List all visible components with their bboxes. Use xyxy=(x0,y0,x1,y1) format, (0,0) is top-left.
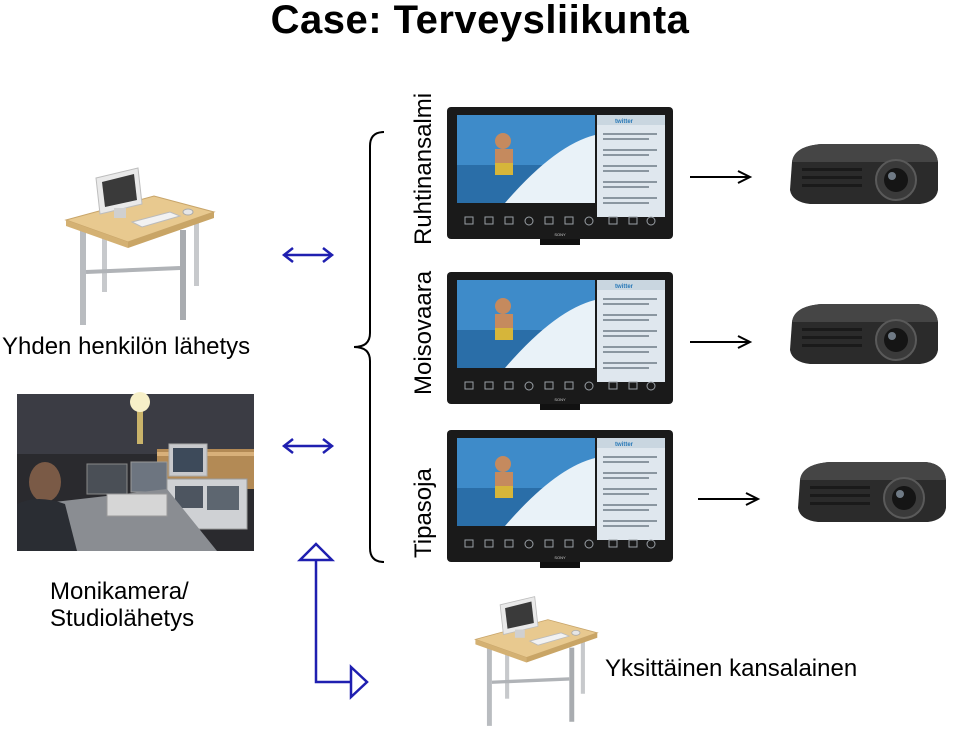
tv-panel-brand: twitter xyxy=(615,119,634,125)
page-title: Case: Terveysliikunta xyxy=(270,0,690,42)
television-icon: twitter SONY xyxy=(447,430,673,568)
location-label-tipasoja: Tipasoja xyxy=(410,468,437,558)
tv-panel-brand: twitter xyxy=(615,442,634,448)
grouping-brace-icon xyxy=(353,131,385,563)
multicamera-label-line1: Monikamera/ xyxy=(50,578,189,605)
studio-photo xyxy=(17,392,254,551)
television-icon: twitter SONY xyxy=(447,272,673,410)
tv-brand-logo: SONY xyxy=(554,555,566,560)
projector-icon xyxy=(798,462,946,522)
bidirectional-arrow-icon xyxy=(281,438,335,454)
right-arrow-icon xyxy=(690,335,753,349)
right-arrow-icon xyxy=(690,170,753,184)
citizen-connector-arrow-icon xyxy=(296,542,369,700)
tv-brand-logo: SONY xyxy=(554,232,566,237)
right-arrow-icon xyxy=(698,492,761,506)
tv-brand-logo: SONY xyxy=(554,397,566,402)
computer-desk-icon xyxy=(474,596,599,726)
projector-icon xyxy=(790,304,938,364)
location-label-ruhtinansalmi: Ruhtinansalmi xyxy=(410,92,437,245)
bidirectional-arrow-icon xyxy=(281,247,335,263)
location-label-moisovaara: Moisovaara xyxy=(410,270,437,395)
citizen-label: Yksittäinen kansalainen xyxy=(605,655,858,682)
single-person-label: Yhden henkilön lähetys xyxy=(2,333,251,360)
television-icon: twitter SONY xyxy=(447,107,673,245)
multicamera-label-line2: Studiolähetys xyxy=(50,605,195,632)
tv-panel-brand: twitter xyxy=(615,284,634,290)
computer-desk-icon xyxy=(64,167,216,325)
projector-icon xyxy=(790,144,938,204)
